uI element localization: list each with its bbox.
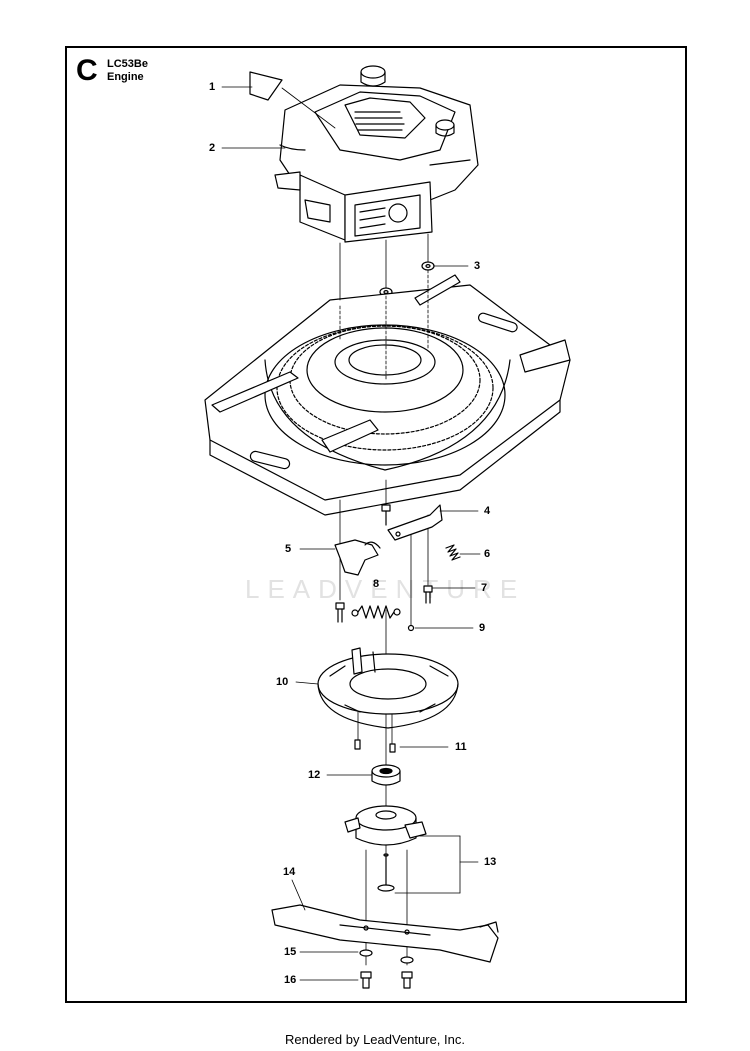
part-key	[354, 739, 396, 753]
section-subtitle: Engine	[107, 71, 144, 83]
part-spring-small	[445, 544, 461, 561]
callout-5: 5	[285, 543, 292, 555]
callout-16: 16	[284, 974, 297, 986]
callout-7: 7	[481, 582, 488, 594]
part-bracket	[387, 504, 443, 541]
section-letter: C	[76, 54, 98, 87]
callout-15: 15	[284, 946, 297, 958]
part-cover	[317, 647, 459, 729]
part-engine	[274, 65, 479, 243]
watermark: LEADVENTURE	[245, 574, 526, 604]
callout-6: 6	[484, 548, 491, 560]
part-deck-bolts	[335, 504, 433, 632]
part-blade	[271, 904, 499, 963]
part-clutch	[344, 805, 427, 892]
part-decal	[249, 71, 283, 101]
callout-1: 1	[209, 81, 216, 93]
callout-8: 8	[373, 578, 380, 590]
part-blade-washers	[359, 949, 414, 964]
callout-4: 4	[484, 505, 491, 517]
mower-deck	[204, 274, 571, 516]
callout-2: 2	[209, 142, 216, 154]
callout-10: 10	[276, 676, 289, 688]
callout-12: 12	[308, 769, 321, 781]
callout-11: 11	[455, 741, 467, 753]
part-brake-lever	[334, 539, 381, 576]
diagram-frame	[65, 46, 687, 1003]
part-blade-bolts	[360, 971, 413, 989]
footer-credit: Rendered by LeadVenture, Inc.	[285, 1032, 465, 1047]
part-bearing	[371, 764, 401, 786]
callout-9: 9	[479, 622, 486, 634]
callout-3: 3	[474, 260, 481, 272]
callout-14: 14	[283, 866, 296, 878]
callout-13: 13	[484, 856, 497, 868]
part-spring	[351, 605, 401, 619]
model-name: LC53Be	[107, 58, 148, 70]
leader-lines	[221, 86, 481, 981]
